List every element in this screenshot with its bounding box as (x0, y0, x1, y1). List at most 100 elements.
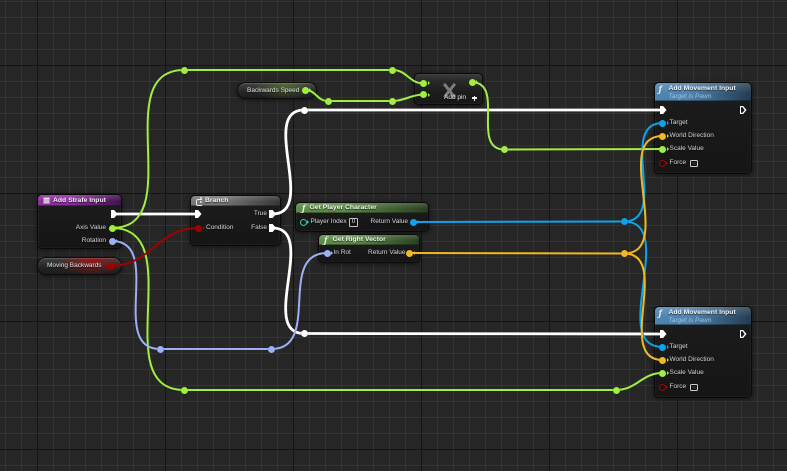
add-pin-label[interactable]: Add pin (444, 94, 467, 101)
return-value-pin[interactable] (406, 249, 416, 257)
node-get-player-character[interactable]: Get Player Character Player Index 0 Retu… (296, 203, 428, 231)
reroute-node[interactable] (620, 250, 628, 257)
wire-add-strafe-input-axis-value-to-reroute-12 (111, 227, 185, 391)
scale-value-pin[interactable] (659, 369, 669, 377)
wire-add-strafe-input-axis-value-to-reroute-1 (111, 69, 185, 229)
rotation-pin[interactable] (108, 237, 119, 245)
plus-icon[interactable] (472, 95, 477, 101)
function-icon (659, 85, 662, 93)
false-exec-pin[interactable] (269, 224, 276, 232)
reroute-node[interactable] (612, 386, 620, 394)
reroute-node[interactable] (500, 146, 508, 153)
variable-name: Backwards Speed (247, 86, 300, 94)
wire-reroute-7-to-add-movement-input-2-exec-in (302, 332, 665, 336)
node-title-bar: Get Player Character (296, 203, 428, 213)
exec-out-pin[interactable] (739, 330, 747, 338)
force-checkbox[interactable] (690, 159, 698, 167)
node-title-bar: Add Movement Input Target is Pawn (655, 83, 751, 101)
world-direction-pin[interactable] (659, 356, 669, 364)
target-label: Target (669, 343, 688, 350)
reroute-node[interactable] (180, 66, 188, 74)
backwards-speed-value-pin[interactable] (301, 86, 312, 94)
reroute-node[interactable] (300, 330, 308, 337)
rotation-label: Rotation (81, 237, 106, 244)
player-index-input[interactable]: 0 (349, 217, 358, 227)
player-index-pin[interactable] (299, 218, 309, 226)
wire-get-right-vector-return-value-to-reroute-9 (408, 252, 625, 255)
wire-reroute-11-to-get-right-vector-in-rot (270, 252, 328, 350)
reroute-node[interactable] (268, 345, 275, 353)
node-title: Get Right Vector (332, 236, 386, 243)
condition-pin[interactable] (195, 224, 205, 232)
function-icon (324, 236, 327, 244)
return-value-pin[interactable] (409, 218, 420, 226)
target-pin[interactable] (659, 343, 669, 351)
add-pin-button[interactable]: Add pin (444, 94, 477, 102)
in-rot-label: In Rot (333, 249, 351, 256)
return-value-label: Return Value (370, 218, 408, 225)
false-label: False (251, 224, 267, 231)
exec-in-pin[interactable] (659, 330, 667, 338)
target-label: Target (669, 119, 688, 126)
wire-add-strafe-input-rotation-to-reroute-10 (111, 240, 161, 350)
reroute-node[interactable] (620, 218, 628, 225)
axis-value-pin[interactable] (108, 224, 119, 232)
node-title: Add Movement Input (668, 84, 736, 92)
true-exec-pin[interactable] (269, 210, 276, 218)
node-get-moving-backwards[interactable]: Moving Backwards (38, 258, 121, 274)
branch-icon (195, 198, 203, 206)
moving-backwards-value-pin[interactable] (106, 262, 117, 270)
reroute-node[interactable] (180, 386, 188, 394)
force-checkbox[interactable] (690, 383, 698, 391)
target-pin[interactable] (659, 119, 669, 127)
node-multiply[interactable]: Add pin (415, 74, 482, 104)
node-add-strafe-input[interactable]: Add Strafe Input Axis Value Rotation (38, 195, 121, 248)
force-pin[interactable] (659, 383, 669, 391)
node-title-bar: Branch (191, 196, 280, 206)
function-entry-icon (43, 197, 50, 204)
exec-in-pin[interactable] (194, 210, 202, 218)
reroute-node[interactable] (324, 97, 332, 105)
axis-value-label: Axis Value (75, 224, 106, 231)
node-add-movement-input-1[interactable]: Add Movement Input Target is Pawn Target… (655, 83, 751, 173)
wire-moving-backwards-value-to-branch-condition (109, 227, 200, 267)
function-icon (659, 309, 662, 317)
multiply-output-pin[interactable] (468, 78, 479, 86)
node-title-bar: Add Strafe Input (38, 195, 121, 206)
variable-name: Moving Backwards (47, 262, 102, 269)
node-title: Add Strafe Input (53, 196, 106, 204)
reroute-node[interactable] (156, 345, 164, 353)
world-direction-label: World Direction (669, 356, 714, 363)
force-pin[interactable] (659, 159, 669, 167)
node-title: Get Player Character (309, 204, 377, 211)
exec-in-pin[interactable] (659, 106, 667, 114)
force-label: Force (669, 383, 687, 390)
exec-out-pin[interactable] (739, 106, 747, 114)
node-add-movement-input-2[interactable]: Add Movement Input Target is Pawn Target… (655, 307, 751, 397)
exec-out-pin[interactable] (110, 210, 118, 218)
world-direction-pin[interactable] (659, 132, 669, 140)
function-icon (302, 204, 305, 212)
node-title: Add Movement Input (668, 308, 736, 316)
true-label: True (253, 210, 267, 217)
node-get-backwards-speed[interactable]: Backwards Speed (238, 83, 316, 98)
node-title-bar: Get Right Vector (319, 235, 419, 245)
reroute-node[interactable] (300, 106, 308, 114)
reroute-node[interactable] (389, 97, 396, 105)
scale-value-label: Scale Value (669, 369, 704, 376)
node-title: Branch (205, 197, 229, 204)
wire-reroute-5-to-add-movement-input-1-scale-value (503, 148, 664, 151)
node-branch[interactable]: Branch Condition True False (191, 196, 280, 245)
scale-value-label: Scale Value (669, 145, 704, 152)
scale-value-pin[interactable] (659, 145, 669, 153)
player-index-label: Player Index (310, 218, 347, 225)
multiply-input-b-pin[interactable] (420, 91, 430, 98)
node-title-bar: Add Movement Input Target is Pawn (655, 307, 751, 325)
node-get-right-vector[interactable]: Get Right Vector In Rot Return Value (319, 235, 419, 262)
return-value-label: Return Value (368, 249, 406, 256)
node-subtitle: Target is Pawn (668, 316, 712, 324)
multiply-input-a-pin[interactable] (420, 79, 430, 87)
reroute-node[interactable] (389, 66, 396, 74)
in-rot-pin[interactable] (323, 249, 334, 257)
